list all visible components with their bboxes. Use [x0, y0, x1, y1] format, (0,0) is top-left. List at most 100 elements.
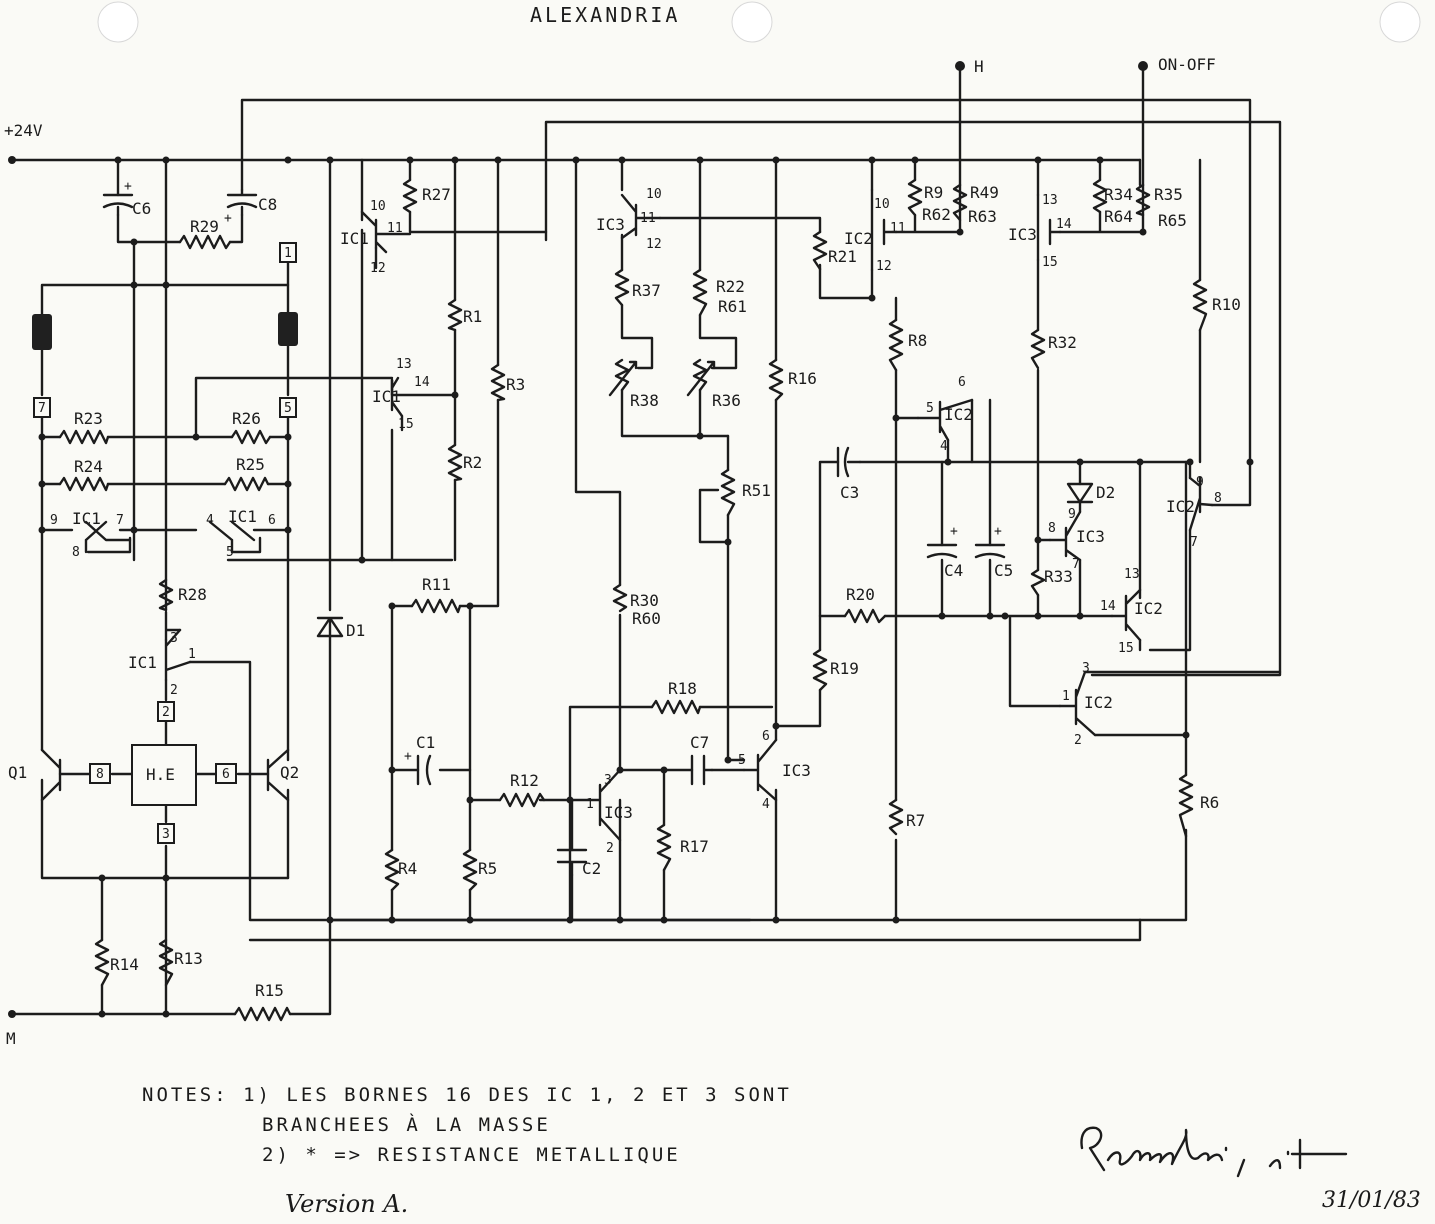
svg-text:12: 12	[876, 259, 892, 274]
drawing-date: 31/01/83	[1322, 1188, 1421, 1213]
resistor-r8	[888, 318, 904, 372]
resistor-r49	[952, 183, 968, 222]
svg-text:7: 7	[116, 513, 124, 528]
label-r8: R8	[908, 331, 927, 350]
component-labels: +24V M H ON-OFF C6 C8 R29 R27 IC1 101112…	[4, 55, 1241, 1048]
polarity-marks: + + + + +	[124, 179, 1002, 764]
label-r14: R14	[110, 955, 139, 974]
svg-text:15: 15	[1118, 641, 1134, 656]
resistor-r17	[656, 823, 672, 872]
svg-text:10: 10	[874, 197, 890, 212]
label-r6: R6	[1200, 793, 1219, 812]
transistor-ic1-4-5-6	[208, 520, 256, 554]
label-r11: R11	[422, 575, 451, 594]
label-r1: R1	[463, 307, 482, 326]
label-r51: R51	[742, 481, 771, 500]
note-1: 1) LES BORNES 16 DES IC 1, 2 ET 3 SONT	[243, 1084, 792, 1106]
transistor-ic3-5-6-4	[742, 738, 778, 802]
resistor-r32	[1030, 328, 1046, 370]
label-r23: R23	[74, 409, 103, 428]
resistor-r25	[223, 476, 270, 492]
label-r35: R35	[1154, 185, 1183, 204]
svg-text:10: 10	[646, 187, 662, 202]
label-r15: R15	[255, 981, 284, 1000]
resistor-r3	[490, 363, 506, 402]
label-ic1-c: IC1	[72, 509, 101, 528]
he-block	[131, 744, 197, 806]
label-c1: C1	[416, 733, 435, 752]
label-r34-alt: R64	[1104, 207, 1133, 226]
resistor-r11	[410, 598, 462, 614]
label-c5: C5	[994, 561, 1013, 580]
label-d2: D2	[1096, 483, 1115, 502]
label-ic2-d: IC2	[1166, 497, 1195, 516]
resistor-r30	[612, 583, 628, 613]
svg-text:14: 14	[1056, 217, 1072, 232]
relay-coil-right	[278, 312, 298, 346]
capacitor-symbols	[102, 188, 1006, 877]
svg-text:11: 11	[640, 211, 656, 226]
label-r2: R2	[463, 453, 482, 472]
label-r34: R34	[1104, 185, 1133, 204]
svg-text:6: 6	[958, 375, 966, 390]
label-r37: R37	[632, 281, 661, 300]
notes-heading: NOTES:	[142, 1084, 229, 1106]
label-r9-alt: R62	[922, 205, 951, 224]
resistor-r15	[233, 1006, 292, 1022]
drawing-title: ALEXANDRIA	[530, 3, 680, 27]
label-ic3-a: IC3	[596, 215, 625, 234]
wires	[10, 64, 1282, 1016]
label-r21: R21	[828, 247, 857, 266]
resistor-r6	[1178, 773, 1194, 838]
transistor-ic3-1-3-2	[568, 768, 622, 842]
svg-text:13: 13	[1124, 567, 1140, 582]
svg-text:1: 1	[586, 797, 594, 812]
capacitor-c6	[102, 193, 134, 217]
transistor-ic2-1-3-2	[1058, 670, 1097, 737]
transistor-ic1-10-11-12	[360, 210, 412, 254]
connector-6: 6	[222, 767, 230, 782]
resistor-r35	[1135, 183, 1151, 217]
connector-8: 8	[96, 767, 104, 782]
svg-text:14: 14	[414, 375, 430, 390]
connector-1: 1	[284, 246, 292, 261]
label-c6: C6	[132, 199, 151, 218]
connector-2: 2	[162, 705, 170, 720]
binder-hole	[97, 1, 139, 43]
svg-text:+: +	[404, 749, 412, 764]
junction-dots	[8, 61, 1254, 1018]
svg-text:+: +	[124, 179, 132, 194]
capacitor-c1	[416, 754, 432, 786]
svg-text:5: 5	[738, 753, 746, 768]
label-r19: R19	[830, 659, 859, 678]
transistor-ic2-9-8-7	[1188, 476, 1214, 532]
label-r32: R32	[1048, 333, 1077, 352]
svg-text:7: 7	[1072, 557, 1080, 572]
label-r10: R10	[1212, 295, 1241, 314]
svg-text:3: 3	[604, 773, 612, 788]
connector-7: 7	[38, 401, 46, 416]
label-r30-alt: R60	[632, 609, 661, 628]
svg-text:2: 2	[606, 841, 614, 856]
label-ic1-d: IC1	[228, 507, 257, 526]
resistor-r1	[447, 298, 463, 332]
he-block-label: H.E	[146, 765, 175, 784]
resistor-r22	[692, 268, 708, 317]
label-ic1-b: IC1	[372, 387, 401, 406]
label-r35-alt: R65	[1158, 211, 1187, 230]
label-ic2-b: IC2	[944, 405, 973, 424]
transistor-symbols	[40, 188, 1214, 842]
svg-text:11: 11	[890, 221, 906, 236]
label-ic2-a: IC2	[844, 229, 873, 248]
svg-text:2: 2	[170, 683, 178, 698]
label-r13: R13	[174, 949, 203, 968]
label-r26: R26	[232, 409, 261, 428]
connector-boxes: 1 7 5 2 8 6 3	[33, 242, 297, 844]
capacitor-c4	[926, 543, 958, 559]
transistor-ic3-8-9-7	[1048, 510, 1082, 562]
svg-text:7: 7	[1190, 535, 1198, 550]
transistor-ic2-10-11-12	[870, 188, 898, 272]
resistor-r5	[462, 848, 478, 892]
label-c7: C7	[690, 733, 709, 752]
svg-text:13: 13	[396, 357, 412, 372]
